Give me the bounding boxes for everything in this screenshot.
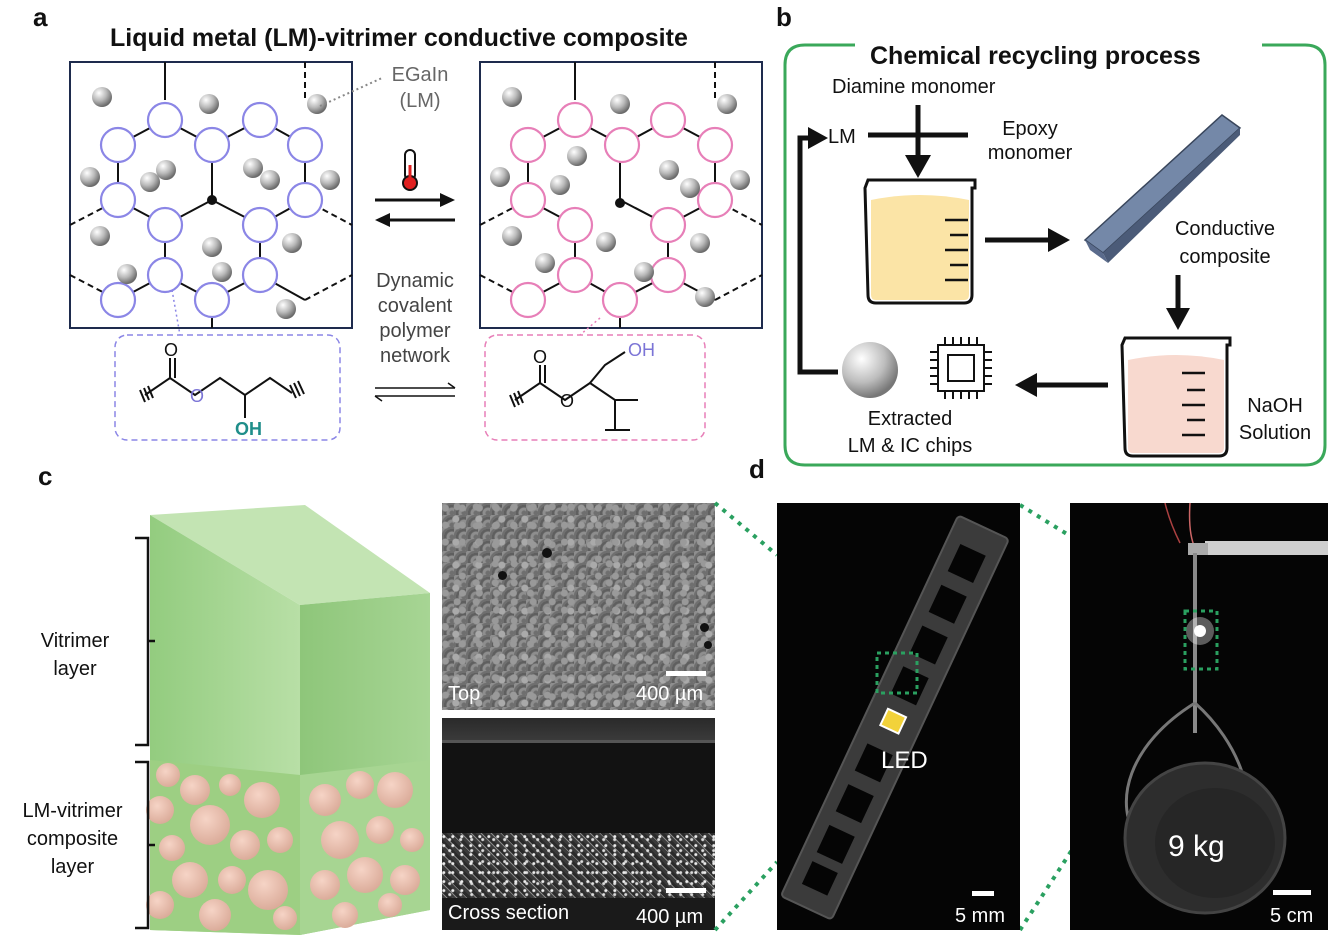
weight-label: 9 kg — [1168, 830, 1225, 863]
ester-o-right: O — [560, 391, 574, 411]
panel-c-diagram — [135, 505, 430, 935]
diamine-label: Diamine monomer — [832, 76, 996, 98]
panel-a-title: Liquid metal (LM)-vitrimer conductive co… — [110, 24, 688, 52]
micrograph-top: Top 400 µm — [442, 503, 715, 710]
dynamic-line-3: polymer — [379, 320, 451, 342]
extracted-label-1: Extracted — [867, 408, 953, 430]
photo-led: LED 5 mm — [777, 503, 1020, 930]
vitrimer-label-2: layer — [53, 658, 97, 680]
led-label: LED — [881, 747, 928, 774]
vitrimer-label-1: Vitrimer — [40, 630, 110, 652]
top-label: Top — [448, 683, 481, 705]
lm-label: (LM) — [399, 90, 441, 112]
panel-b-diagram — [783, 43, 1327, 467]
micrograph-cross: Cross section 400 µm — [442, 718, 715, 930]
photo-weight: 9 kg 5 cm — [1070, 503, 1328, 930]
dynamic-line-1: Dynamic — [376, 270, 454, 292]
epoxy-label-1: Epoxy — [1002, 118, 1058, 140]
ester-o-left: O — [190, 386, 204, 406]
composite-label-2: composite — [26, 828, 119, 850]
beaker-yellow — [863, 178, 977, 305]
lm-sphere — [842, 342, 898, 398]
equilibrium-arrows — [375, 193, 455, 227]
conductive-label-1: Conductive — [1174, 218, 1276, 240]
scale-label-led: 5 mm — [955, 905, 1005, 927]
lm-droplets — [146, 763, 424, 931]
chem-box-left — [114, 334, 341, 441]
composite-label-1: LM-vitrimer — [22, 800, 123, 822]
scale-label-top: 400 µm — [636, 683, 704, 705]
dynamic-line-4: network — [379, 345, 451, 367]
oh-left: OH — [235, 419, 262, 439]
panel-b-letter: b — [776, 2, 792, 32]
naoh-label-2: Solution — [1238, 422, 1312, 444]
composite-bar — [1083, 114, 1242, 263]
beaker-pink — [1120, 336, 1232, 458]
chem-box-right — [484, 334, 706, 441]
panel-d-letter: d — [749, 454, 765, 484]
oh-right: OH — [628, 340, 655, 360]
carbonyl-o-right: O — [533, 347, 547, 367]
conductive-label-2: composite — [1179, 246, 1271, 268]
dynamic-line-2: covalent — [377, 295, 453, 317]
scale-label-weight: 5 cm — [1270, 905, 1314, 927]
panel-c-letter: c — [38, 461, 53, 491]
panel-a-diagram: O O OH O O OH — [69, 61, 763, 441]
cross-label: Cross section — [448, 902, 570, 924]
panel-b-title: Chemical recycling process — [870, 42, 1201, 70]
ic-chip-icon — [930, 337, 992, 399]
carbonyl-o-left: O — [164, 340, 178, 360]
panel-a-letter: a — [33, 2, 48, 32]
egain-label: EGaIn — [391, 64, 449, 86]
led-chip — [879, 707, 908, 735]
naoh-label-1: NaOH — [1247, 395, 1303, 417]
epoxy-label-2: monomer — [987, 142, 1073, 164]
lm-input-label: LM — [828, 126, 856, 148]
thermometer-icon — [402, 149, 418, 191]
composite-label-3: layer — [50, 856, 95, 878]
scale-label-cross: 400 µm — [636, 906, 704, 928]
extracted-label-2: LM & IC chips — [847, 435, 973, 457]
